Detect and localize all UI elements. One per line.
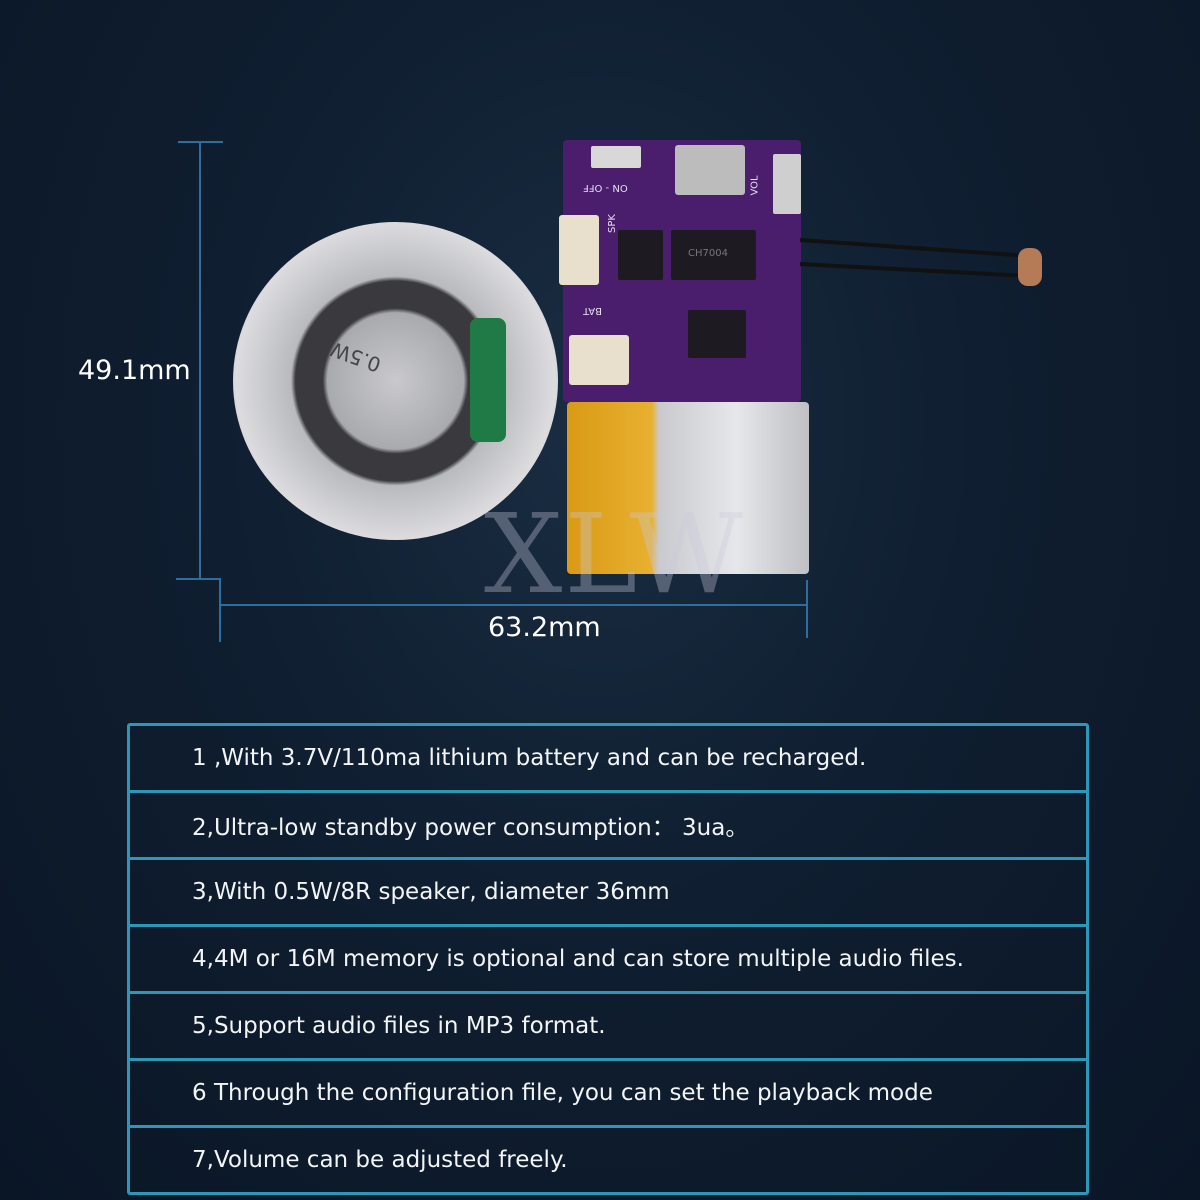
- battery-port-label: BAT: [583, 305, 603, 316]
- width-dimension-line: [220, 604, 808, 606]
- main-chip: [671, 230, 756, 280]
- feature-table: 1 ,With 3.7V/110ma lithium battery and c…: [127, 723, 1089, 1195]
- memory-chip: [688, 310, 746, 358]
- height-dimension-line: [199, 142, 201, 580]
- switch-label: ON - OFF: [583, 182, 628, 193]
- amplifier-chip: [618, 230, 663, 280]
- lithium-battery: [567, 402, 809, 574]
- volume-label: VOL: [749, 175, 761, 196]
- feature-row: 3,With 0.5W/8R speaker, diameter 36mm: [130, 857, 1086, 924]
- volume-button: [773, 154, 801, 214]
- speaker-terminal-board: [470, 318, 506, 442]
- usb-port: [675, 145, 745, 195]
- feature-row: 2,Ultra-low standby power consumption： 3…: [130, 790, 1086, 857]
- feature-row: 6 Through the configuration file, you ca…: [130, 1058, 1086, 1125]
- width-dimension-right-tick: [806, 580, 808, 638]
- height-dimension-top-tick: [178, 141, 223, 143]
- product-photo: 0.5W ON - OFF VOL SPK CH7004 BAT XLW: [233, 140, 1042, 618]
- speaker-port-label: SPK: [606, 214, 618, 233]
- power-switch: [591, 146, 641, 168]
- feature-row: 1 ,With 3.7V/110ma lithium battery and c…: [192, 745, 867, 771]
- feature-row: 5,Support audio files in MP3 format.: [130, 991, 1086, 1058]
- width-dimension-left-tick: [219, 580, 221, 642]
- light-sensor: [1018, 248, 1042, 286]
- chip-label: CH7004: [688, 248, 728, 259]
- width-dimension-label: 63.2mm: [488, 612, 601, 643]
- speaker-connector: [559, 215, 599, 285]
- battery-connector: [569, 335, 629, 385]
- sensor-wire-bottom: [799, 262, 1020, 278]
- height-dimension-bottom-tick: [176, 578, 221, 580]
- feature-row: 4,4M or 16M memory is optional and can s…: [130, 924, 1086, 991]
- pcb-board: ON - OFF VOL SPK CH7004 BAT: [559, 140, 801, 402]
- sensor-wire-top: [799, 238, 1020, 258]
- feature-row: 7,Volume can be adjusted freely.: [130, 1125, 1086, 1192]
- height-dimension-label: 49.1mm: [78, 355, 191, 386]
- watermark: XLW: [484, 490, 745, 618]
